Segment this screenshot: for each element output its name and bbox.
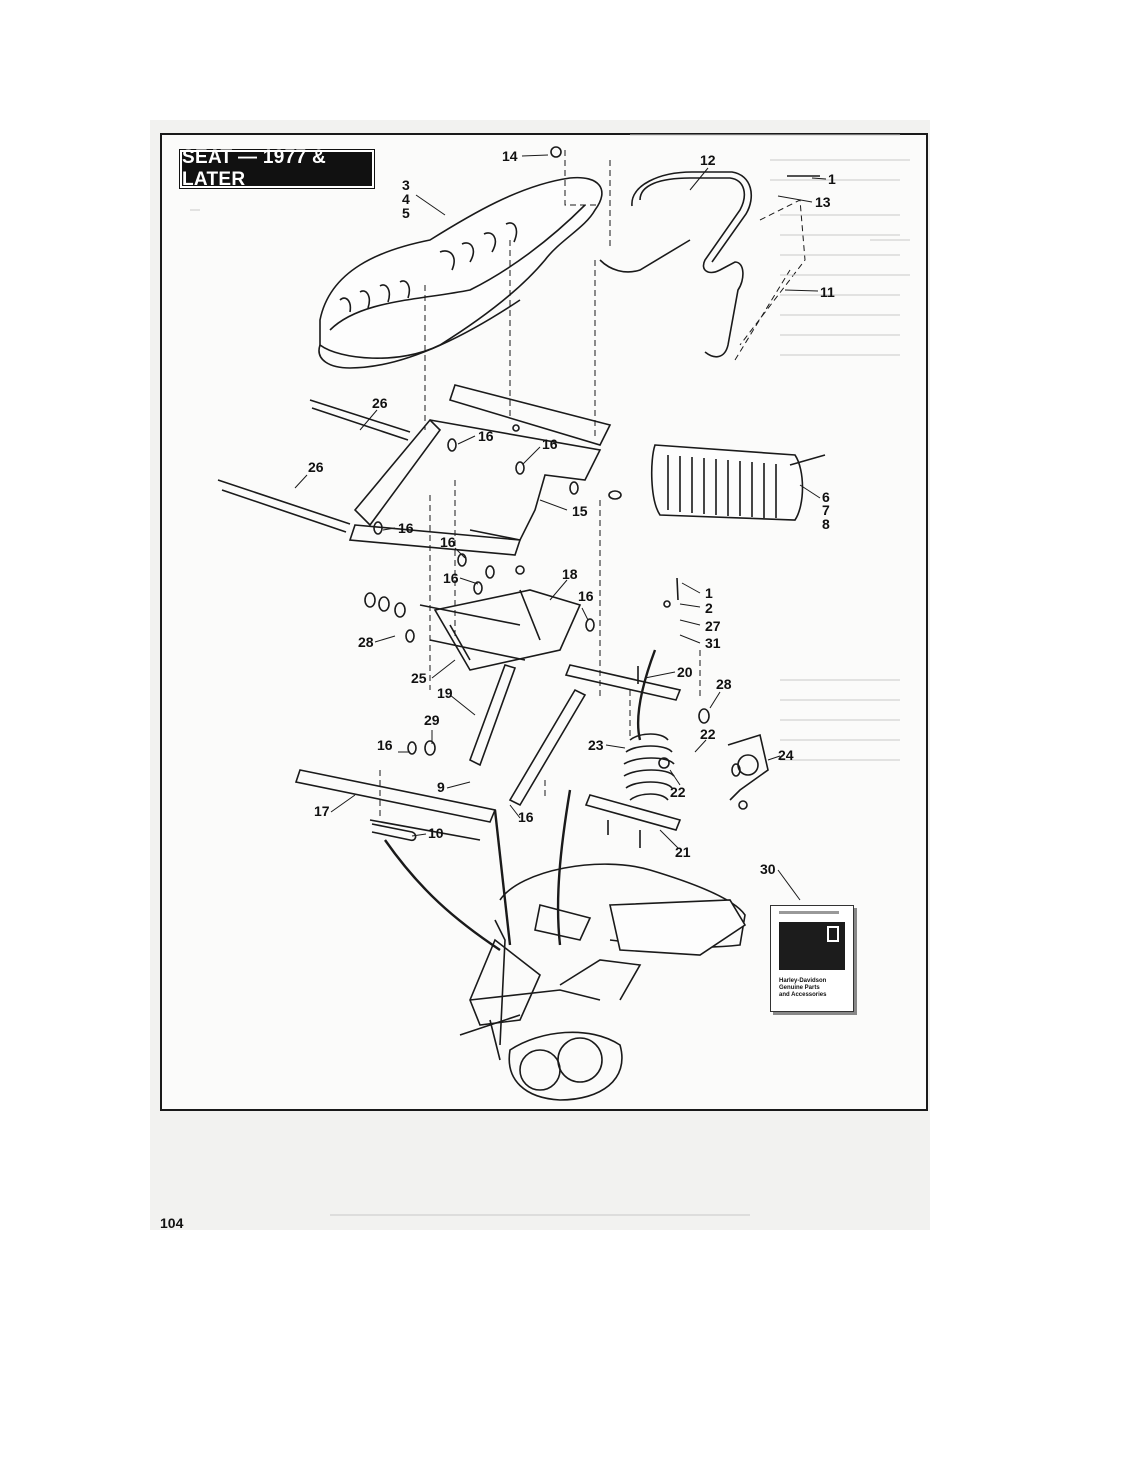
- rod: [217, 399, 411, 533]
- page-number: 104: [160, 1215, 184, 1231]
- hardware: [364, 146, 826, 848]
- sissy-bar: [599, 171, 753, 358]
- callout-31: 31: [705, 635, 721, 651]
- manual-cover-panel: [779, 922, 845, 970]
- callout-28: 28: [358, 634, 374, 650]
- callout-16: 16: [518, 809, 534, 825]
- pin: [371, 823, 417, 842]
- callout-19: 19: [437, 685, 453, 701]
- callout-1: 1: [705, 585, 713, 601]
- diagram-title: SEAT — 1977 & LATER: [180, 147, 374, 190]
- bracket-plate: [348, 384, 612, 556]
- callout-16: 16: [542, 436, 558, 452]
- callout-27: 27: [705, 618, 721, 634]
- callout-14: 14: [502, 148, 518, 164]
- callout-6: 6: [822, 489, 830, 505]
- callout-16: 16: [443, 570, 459, 586]
- callout-29: 29: [424, 712, 440, 728]
- callout-1: 1: [828, 171, 836, 187]
- seat-part: [318, 176, 603, 369]
- callout-12: 12: [700, 152, 716, 168]
- callout-21: 21: [675, 844, 691, 860]
- callout-11: 11: [820, 284, 835, 300]
- frame-part: [419, 589, 582, 671]
- callout-10: 10: [428, 825, 444, 841]
- callout-16: 16: [377, 737, 393, 753]
- callout-26: 26: [308, 459, 324, 475]
- manual-header-stripe: [779, 911, 839, 914]
- callout-16: 16: [440, 534, 456, 550]
- callout-9: 9: [437, 779, 445, 795]
- callout-17: 17: [314, 803, 330, 819]
- callout-13: 13: [815, 194, 831, 210]
- callout-18: 18: [562, 566, 578, 582]
- backrest-pad: [650, 444, 804, 521]
- linkage: [294, 664, 682, 841]
- harley-logo-icon: [827, 926, 839, 942]
- bracket: [727, 733, 769, 801]
- callout-22: 22: [670, 784, 686, 800]
- leader-lines: [294, 154, 827, 901]
- pointer-lines: [384, 649, 657, 951]
- callout-30: 30: [760, 861, 776, 877]
- spring: [623, 733, 675, 801]
- callout-2: 2: [705, 600, 713, 616]
- callout-28: 28: [716, 676, 732, 692]
- callout-5: 5: [402, 205, 410, 221]
- callout-22: 22: [700, 726, 716, 742]
- callout-16: 16: [398, 520, 414, 536]
- manual-line2: and Accessories: [779, 992, 827, 998]
- callout-4: 4: [402, 191, 410, 207]
- callout-15: 15: [572, 503, 588, 519]
- callout-16: 16: [578, 588, 594, 604]
- bleed-through: [190, 134, 910, 1216]
- callout-8: 8: [822, 516, 830, 532]
- parts-manual-book: Harley-Davidson Genuine Parts and Access…: [770, 905, 854, 1012]
- callout-16: 16: [478, 428, 494, 444]
- motorcycle-rear: [459, 863, 747, 1101]
- callout-7: 7: [822, 502, 830, 518]
- callout-23: 23: [588, 737, 604, 753]
- callout-20: 20: [677, 664, 693, 680]
- callout-25: 25: [411, 670, 427, 686]
- callout-3: 3: [402, 177, 410, 193]
- callout-24: 24: [778, 747, 794, 763]
- manual-brand: Harley-Davidson: [779, 978, 827, 984]
- manual-line1: Genuine Parts: [779, 985, 820, 991]
- callout-26: 26: [372, 395, 388, 411]
- manual-brand-text: Harley-Davidson Genuine Parts and Access…: [779, 978, 851, 999]
- assembly-lines: [379, 150, 806, 820]
